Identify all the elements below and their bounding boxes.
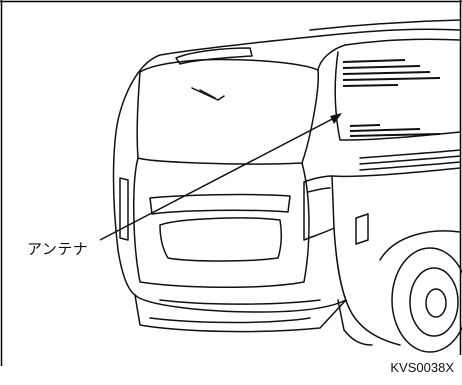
antenna-label: アンテナ <box>27 240 89 258</box>
van-body-outline <box>112 19 462 353</box>
antenna-leader-line <box>99 113 342 241</box>
antenna-lines <box>342 59 441 137</box>
figure-code: KVS0038X <box>390 360 454 375</box>
